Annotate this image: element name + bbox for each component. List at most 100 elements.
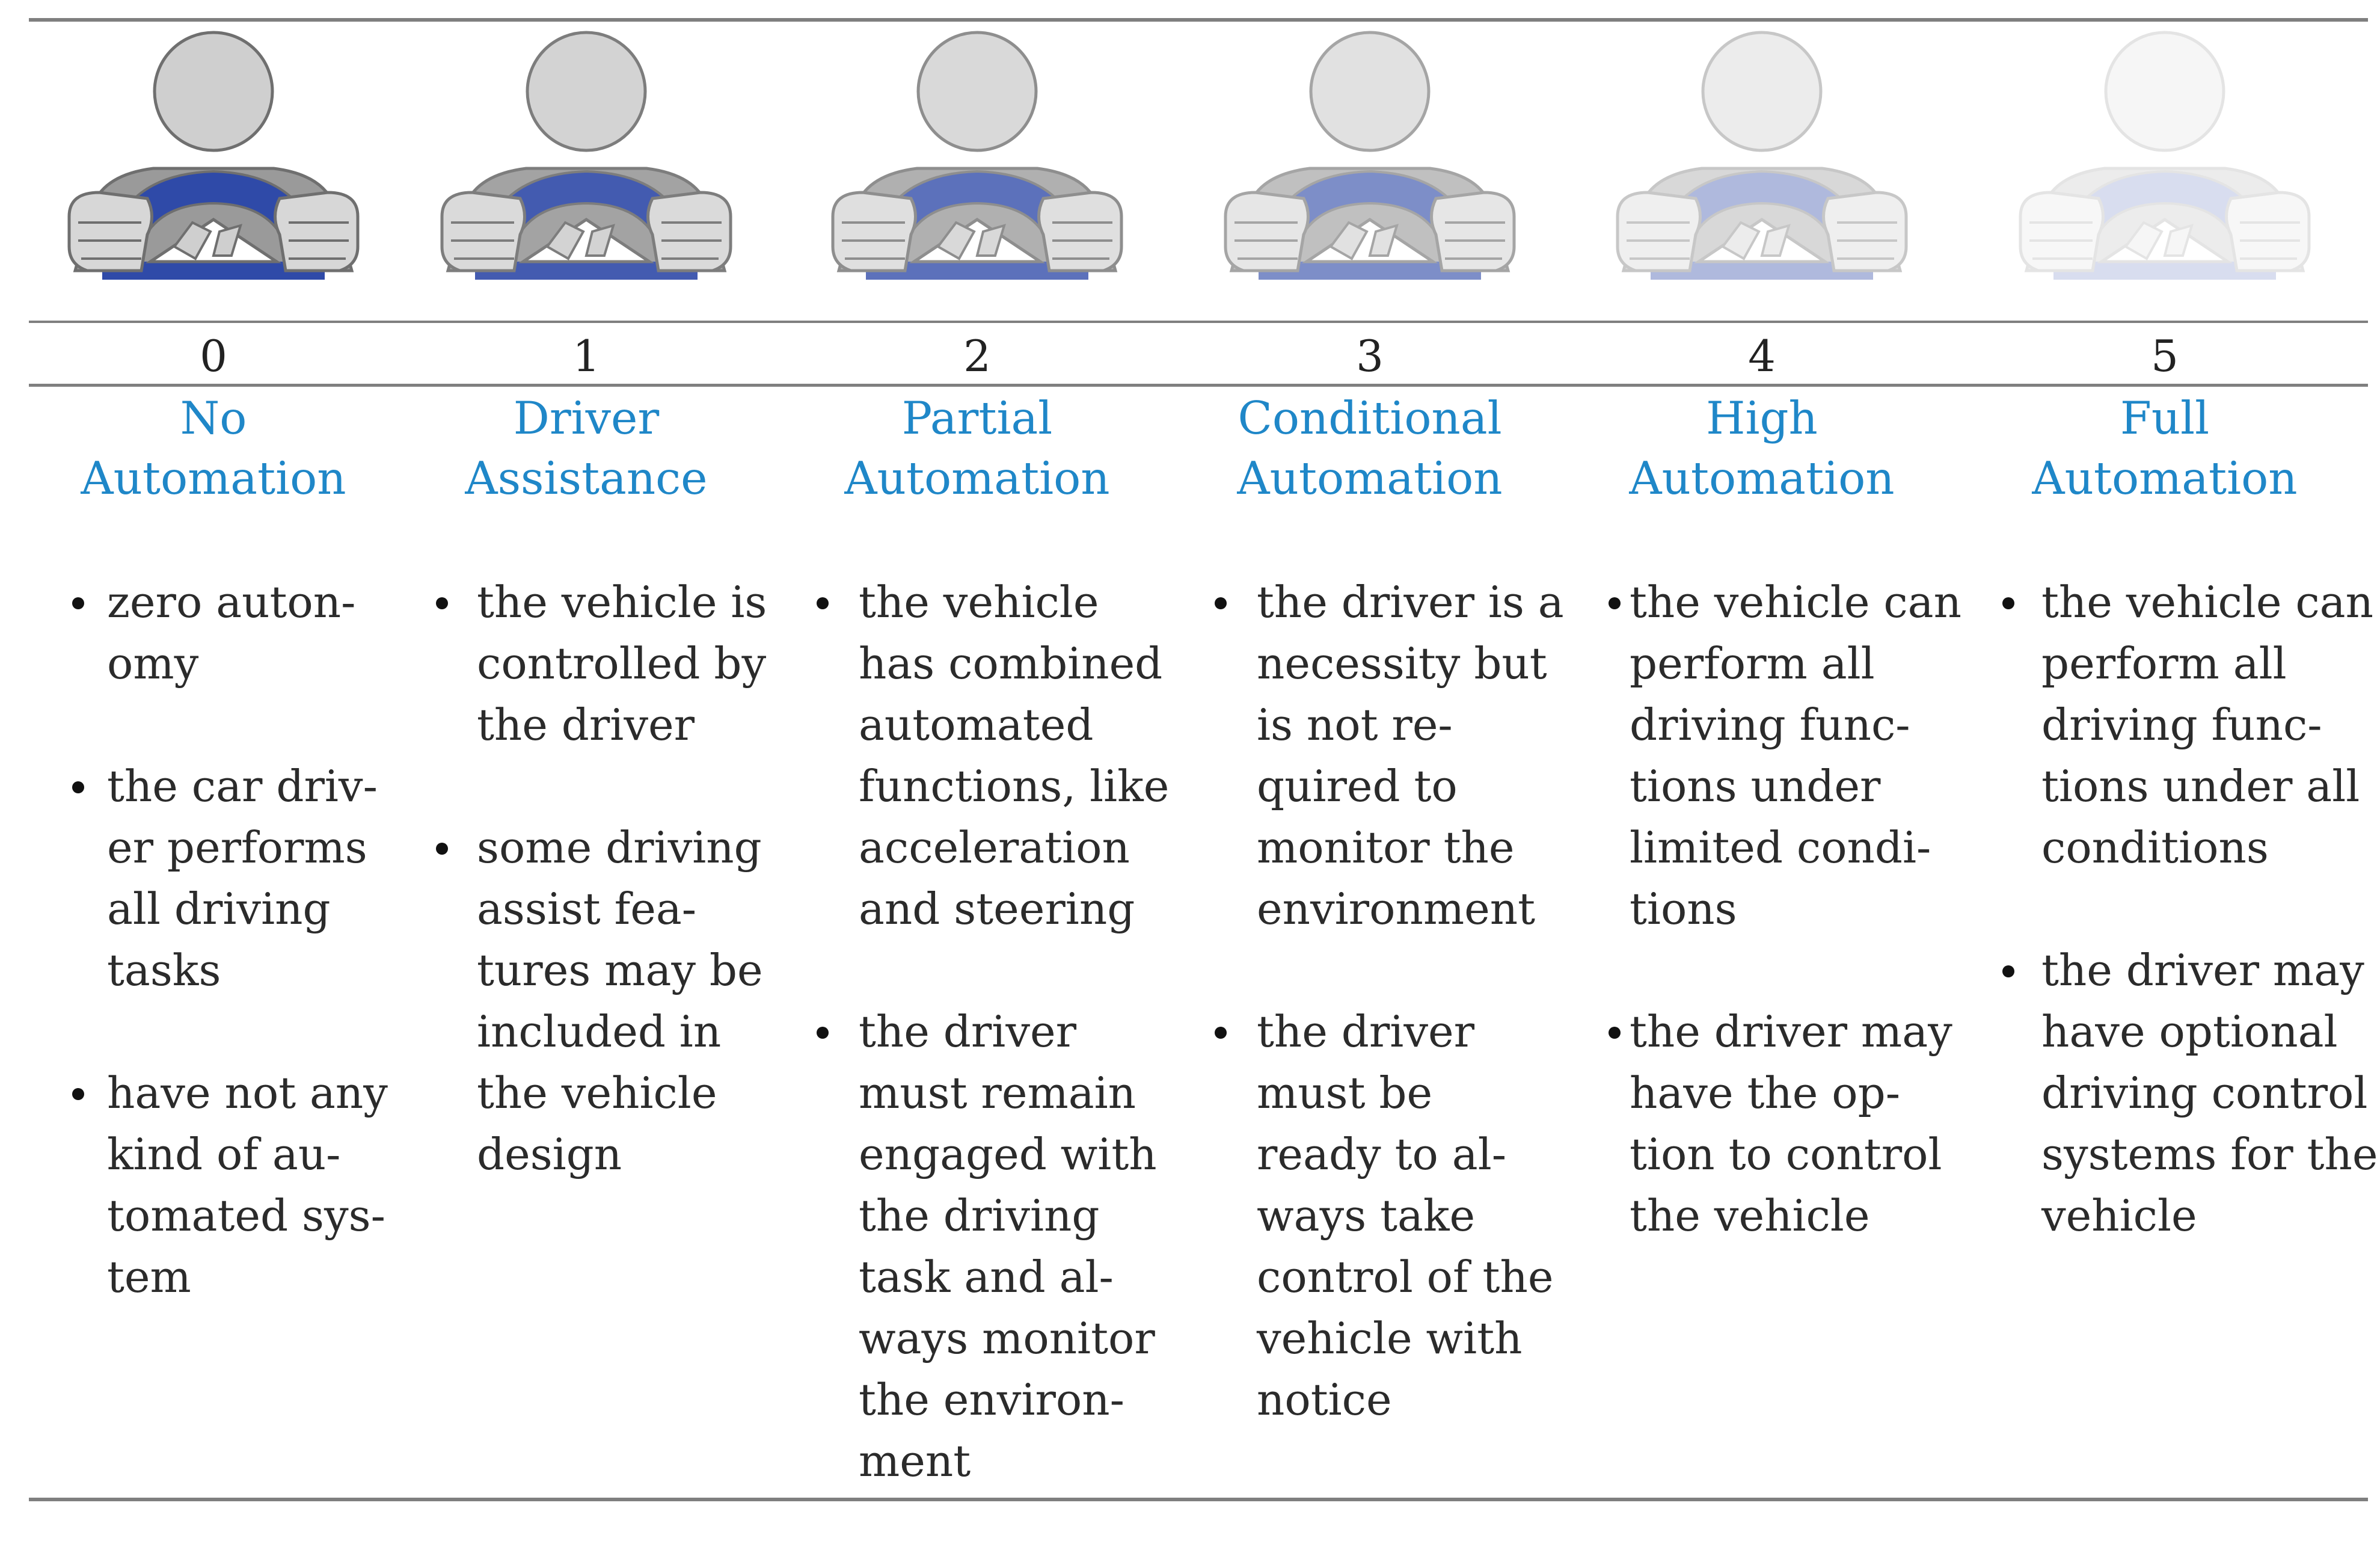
list-item-line: ment — [859, 1436, 971, 1486]
level-number: 4 — [1748, 331, 1776, 381]
list-item-line: must remain — [859, 1068, 1136, 1118]
right-hand-icon — [1430, 191, 1516, 272]
left-hand-icon — [1616, 191, 1702, 272]
list-item-line: driving func- — [1630, 700, 1910, 750]
list-item-line: have optional — [2041, 1006, 2338, 1057]
right-hand-icon — [2225, 191, 2311, 272]
level-number: 1 — [572, 331, 600, 381]
list-item-line: included in — [477, 1006, 722, 1057]
driver-head — [1701, 31, 1823, 152]
list-item-line: kind of au- — [107, 1129, 341, 1179]
list-item: the vehicle can perform all driving func-t… — [1609, 571, 1961, 939]
list-item-line: assist fea- — [477, 884, 697, 934]
list-item-line: the vehicle can — [1630, 577, 1961, 627]
list-item-line: vehicle — [2041, 1190, 2197, 1241]
driver-head — [153, 31, 274, 152]
steering-wheel-rim — [1652, 170, 1872, 272]
list-item-line: ready to al- — [1257, 1129, 1507, 1179]
right-hand-icon — [646, 191, 732, 272]
wheel-spokes — [1329, 221, 1399, 260]
level-name-line: Automation — [1629, 452, 1895, 505]
driver-head — [2104, 31, 2225, 152]
list-item-line: all driving — [107, 884, 331, 934]
level-number: 2 — [963, 331, 991, 381]
list-item-line: tures may be — [477, 945, 763, 995]
level-name-line: No — [180, 392, 247, 444]
level-name-line: Conditional — [1238, 392, 1502, 444]
list-item-line: environment — [1257, 884, 1536, 934]
level-number: 3 — [1356, 331, 1384, 381]
list-item-line: systems for the — [2041, 1129, 2378, 1179]
level-number: 5 — [2151, 331, 2179, 381]
left-hand-icon — [1224, 191, 1310, 272]
level-name-line: Automation — [1237, 452, 1503, 505]
list-item-line: have not any — [107, 1068, 388, 1118]
list-item-line: driving control — [2041, 1068, 2368, 1118]
right-hand-icon — [1037, 191, 1123, 272]
list-item-line: functions, like — [859, 761, 1170, 811]
list-item-line: tions under — [1630, 761, 1881, 811]
right-hand-icon — [1822, 191, 1908, 272]
left-hand-icon — [440, 191, 526, 272]
level-name-line: Driver — [513, 392, 660, 444]
level-name-line: Full — [2120, 392, 2210, 444]
list-item-line: limited condi- — [1630, 822, 1931, 873]
list-item-line: the vehicle is — [477, 577, 767, 627]
list-item-line: the vehicle — [477, 1068, 717, 1118]
list-item-line: task and al- — [859, 1252, 1114, 1302]
list-item-line: automated — [859, 700, 1094, 750]
wheel-spokes — [173, 221, 242, 260]
list-item-line: the driver is a — [1257, 577, 1564, 627]
driver-head — [1309, 31, 1431, 152]
steering-wheel-rim — [2055, 170, 2275, 272]
list-item-line: some driving — [477, 822, 762, 873]
list-item-line: the car driv- — [107, 761, 378, 811]
list-item-line: omy — [107, 638, 199, 689]
top-rule — [29, 18, 2368, 22]
list-item-line: the driver — [859, 1006, 1077, 1057]
list-item-line: and steering — [859, 884, 1135, 934]
list-item-line: the driver may — [2041, 945, 2364, 995]
list-item-line: the vehicle — [859, 577, 1099, 627]
left-hand-icon — [831, 191, 917, 272]
list-item-line: control of the — [1257, 1252, 1554, 1302]
list-item-line: has combined — [859, 638, 1163, 689]
level-number: 0 — [200, 331, 227, 381]
level-name-line: Assistance — [465, 452, 708, 505]
level-name-line: Automation — [81, 452, 346, 505]
list-item: zero auton-omy — [72, 571, 388, 694]
wheel-spokes — [1721, 221, 1791, 260]
driver-head — [916, 31, 1038, 152]
list-item-line: the driver — [1257, 1006, 1475, 1057]
driver-steering-wheel-icon — [1599, 24, 1924, 313]
level-description-list: the vehicle can perform all driving func-t… — [1609, 571, 1961, 1308]
list-item-line: perform all — [1630, 638, 1875, 689]
level-name-line: High — [1706, 392, 1818, 444]
list-item-line: tion to control — [1630, 1129, 1942, 1179]
level-name-line: Automation — [844, 452, 1110, 505]
list-item-line: tions — [1630, 884, 1737, 934]
list-item: some driving assist fea-tures may be inclu… — [435, 817, 767, 1185]
list-item-line: driving func- — [2041, 700, 2322, 750]
